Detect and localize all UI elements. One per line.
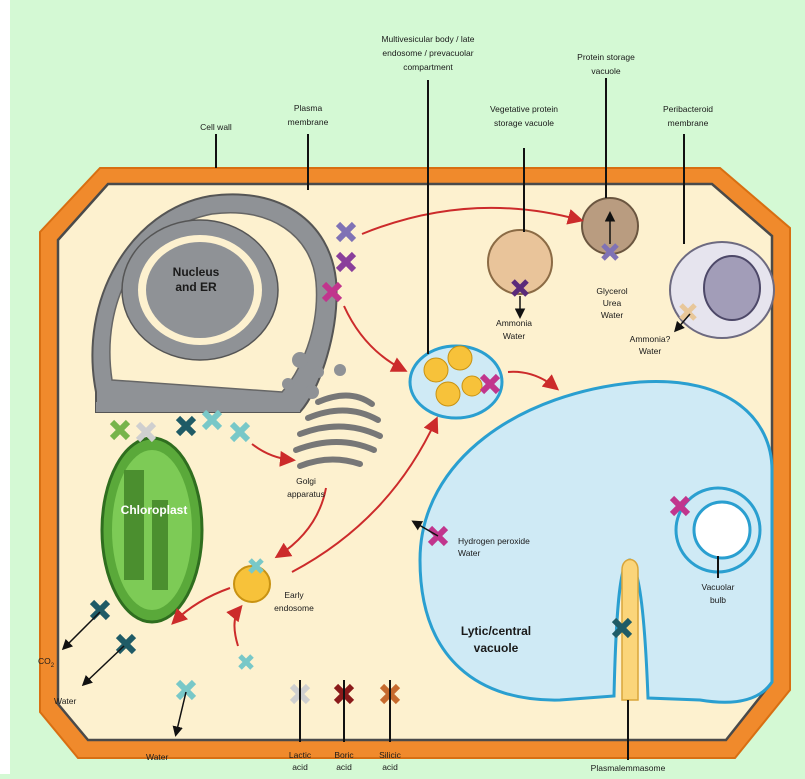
label-golgi-2: apparatus [287,489,325,499]
label-vegetative-2: storage vacuole [494,118,554,128]
label-ammonia-q-2: Water [639,346,662,356]
label-glycerol-1: Glycerol [596,286,627,296]
label-lytic-1: Lytic/central [461,624,531,638]
label-peribacteroid-1: Peribacteroid [663,104,713,114]
label-peribacteroid-2: membrane [668,118,709,128]
label-lytic-2: vacuole [474,641,519,655]
label-vacuolar-bulb-1: Vacuolar [702,582,735,592]
label-ammonia-1: Ammonia [496,318,532,328]
label-boric-2: acid [336,762,352,772]
label-protein-storage-1: Protein storage [577,52,635,62]
label-co2-main: CO [38,656,51,666]
label-plasma-membrane-1: Plasma [294,103,323,113]
label-cell-wall: Cell wall [200,122,232,132]
label-hydrogen-2: Water [458,548,481,558]
label-protein-storage-2: vacuole [591,66,621,76]
label-lactic-2: acid [292,762,308,772]
label-chloroplast: Chloroplast [121,503,188,517]
label-water-bottom: Water [146,752,169,762]
label-silicic-2: acid [382,762,398,772]
label-water-left: Water [54,696,77,706]
label-plasma-membrane-2: membrane [288,117,329,127]
label-nucleus-1: Nucleus [173,265,220,279]
label-ammonia-q-1: Ammonia? [630,334,671,344]
label-lactic-1: Lactic [289,750,312,760]
label-mvb-2: endosome / prevacuolar [382,48,473,58]
left-margin [0,0,10,774]
label-golgi-1: Golgi [296,476,316,486]
label-glycerol-2: Urea [603,298,622,308]
label-glycerol-3: Water [601,310,624,320]
label-vacuolar-bulb-2: bulb [710,595,726,605]
label-boric-1: Boric [334,750,354,760]
label-mvb-1: Multivesicular body / late [381,34,474,44]
label-hydrogen-1: Hydrogen peroxide [458,536,530,546]
label-early-endosome-1: Early [284,590,304,600]
label-vegetative-1: Vegetative protein [490,104,558,114]
label-silicic-1: Silicic [379,750,401,760]
label-ammonia-2: Water [503,331,526,341]
label-nucleus-2: and ER [175,280,217,294]
label-plasmalemmasome: Plasmalemmasome [591,763,666,773]
vegetative-vacuole [488,230,552,294]
chloroplast [102,438,202,622]
label-early-endosome-2: endosome [274,603,314,613]
peribacteroid [670,242,774,338]
label-mvb-3: compartment [403,62,453,72]
